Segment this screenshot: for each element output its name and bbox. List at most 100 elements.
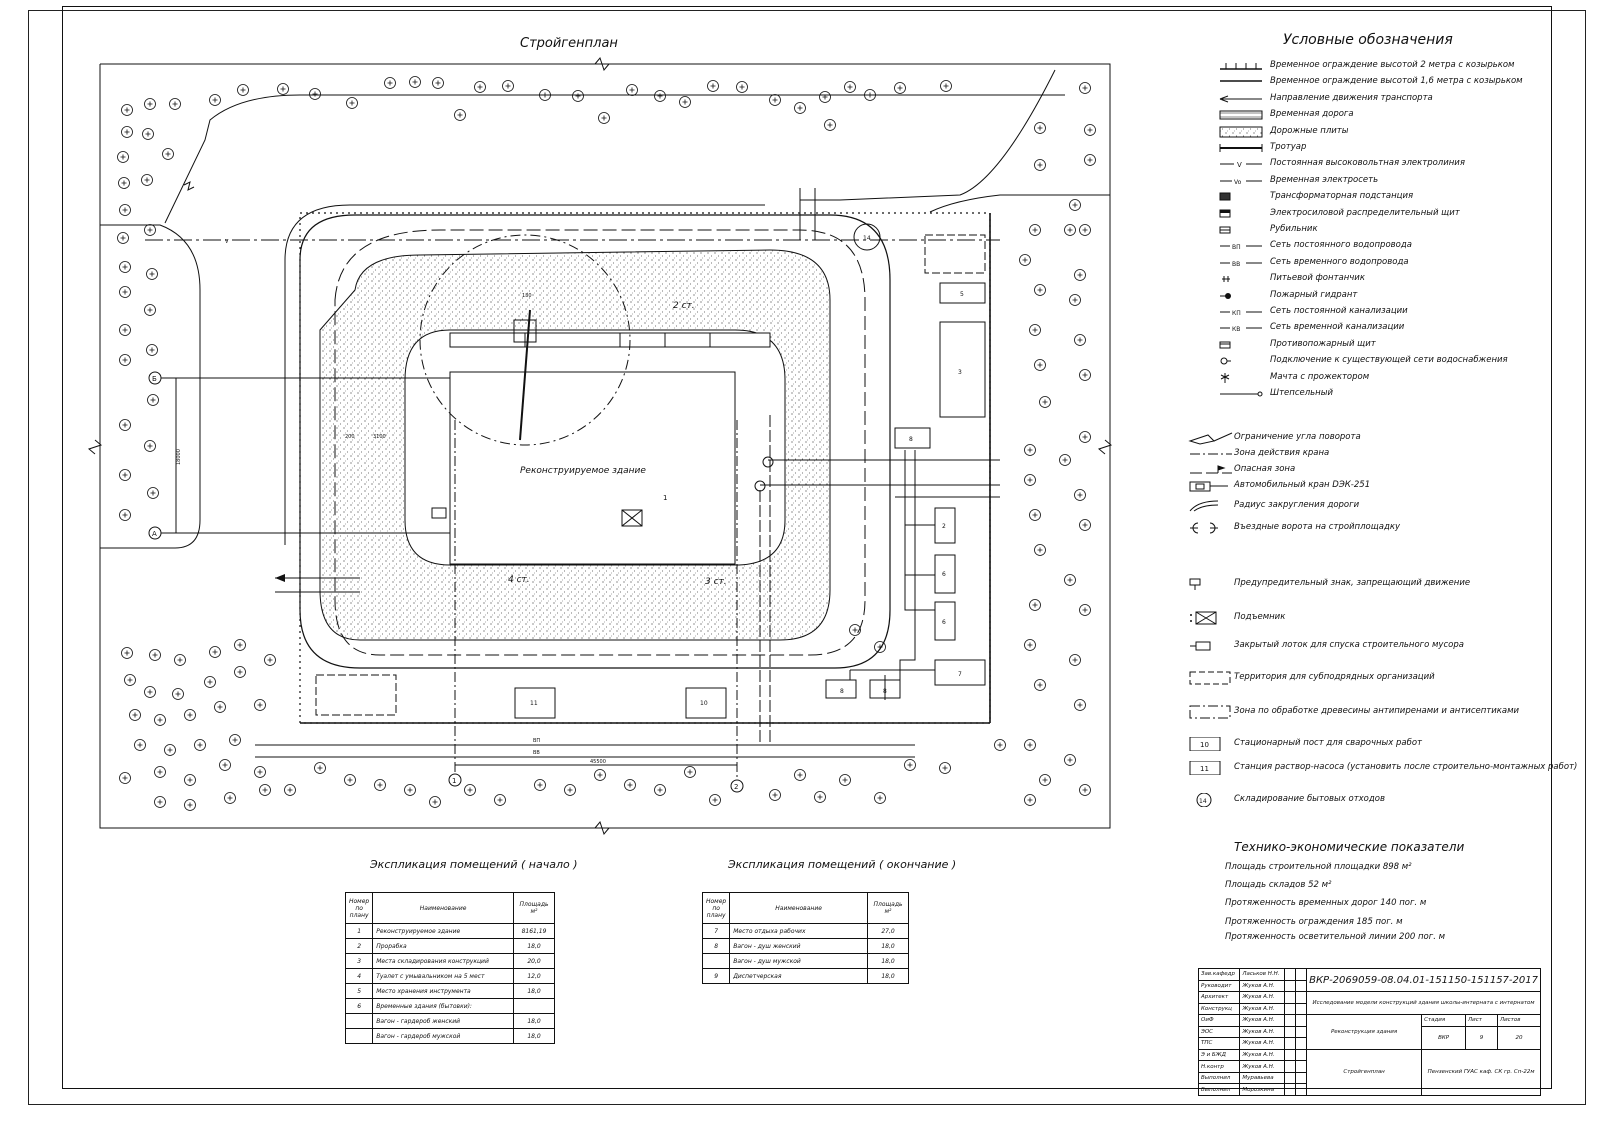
table-row: 6 Временные здания (бытовки): (344, 998, 555, 1014)
legend-row: Противопожарный щит (1218, 337, 1563, 351)
stamp-role: ОиФ (1197, 1014, 1241, 1027)
stamp-sheet-label: Лист (1465, 1014, 1498, 1027)
svg-text:10: 10 (700, 700, 708, 707)
svg-text:14: 14 (1199, 798, 1207, 805)
trees (117, 76, 1096, 811)
svg-text:8: 8 (883, 688, 887, 695)
sewer-perm-icon: КП (1218, 304, 1264, 318)
svg-text:1: 1 (663, 494, 667, 502)
road-radius-icon (1188, 498, 1234, 512)
danger-zone (334, 229, 866, 656)
stamp-sheets-label: Листов (1496, 1014, 1542, 1027)
stamp-person: Жуков А.Н. (1239, 1060, 1286, 1073)
legend-row: Подъемник (1190, 610, 1563, 625)
box-10-icon: 10 (1188, 736, 1234, 752)
road-plates-icon (1218, 124, 1264, 138)
drawing-frame (62, 6, 1552, 1089)
stamp-person: Жуков А.Н. (1239, 979, 1286, 993)
building-label: Реконструируемое здание (520, 466, 646, 476)
sidewalk-icon (1218, 140, 1264, 154)
table-row: Вагон - гардероб мужской 18,0 (344, 1028, 555, 1044)
svg-text:200: 200 (345, 434, 355, 440)
danger-zone-icon (1188, 462, 1234, 476)
drawing-sheet (28, 10, 1586, 1105)
stamp-person: Жуков А.Н. (1239, 1002, 1286, 1016)
svg-text:8: 8 (840, 688, 844, 695)
legend-row: 11 Станция раствор-насоса (установить по… (1189, 760, 1577, 776)
stamp-role: Архитект (1197, 991, 1241, 1004)
legend-row: Подключение к существующей сети водоснаб… (1218, 353, 1563, 367)
legend-row: Радиус закругления дороги (1189, 498, 1563, 512)
stamp-person: Морозкина (1239, 1083, 1286, 1096)
legend-title: Условные обозначения (1283, 32, 1453, 48)
col-name: Наименование (729, 892, 868, 924)
svg-text:11: 11 (1200, 765, 1209, 773)
svg-text:Б: Б (152, 375, 157, 383)
table-row: 2 Прорабка 18,0 (344, 938, 555, 954)
legend-row: Опасная зона (1190, 462, 1563, 476)
svg-text:6: 6 (942, 619, 946, 626)
col-number: Номер по плану (344, 892, 374, 924)
stamp-role: Н.контр (1197, 1060, 1241, 1073)
svg-text:5: 5 (960, 291, 964, 298)
stamp-org: Пензенский ГУАС каф. СК гр. Сп-22м (1421, 1048, 1541, 1097)
svg-text:ВВ: ВВ (1232, 261, 1240, 268)
legend-row: ВП Сеть постоянного водопровода (1218, 238, 1563, 252)
stamp-stage-label: Стадия (1421, 1014, 1467, 1027)
box-11-icon: 11 (1188, 760, 1234, 776)
fountain-icon (1218, 271, 1264, 285)
stamp-object: Реконструкция здания (1306, 1014, 1423, 1050)
stamp-person: Жуков А.Н. (1239, 1037, 1286, 1050)
table-row: 7 Место отдыха рабочих 27,0 (701, 923, 909, 939)
fire-board-icon (1218, 337, 1264, 351)
building-outline (449, 371, 736, 565)
stamp-role: Выполнил (1197, 1083, 1241, 1096)
stamp-code: ВКР-2069059-08.04.01-151150-151157-2017 (1306, 967, 1541, 993)
rotation-limit-icon (1188, 430, 1234, 445)
legend-row: Временная дорога (1218, 107, 1563, 121)
legend-row: V Постоянная высоковольтная электролиния (1218, 156, 1563, 170)
svg-text:V: V (1237, 161, 1242, 169)
stamp-subtitle: Исследование модели конструкций здания ш… (1306, 991, 1541, 1016)
sewer-temp-icon: КВ (1218, 320, 1264, 334)
legend-row: Предупредительный знак, запрещающий движ… (1189, 576, 1563, 590)
stamp-person: Жуков А.Н. (1239, 1025, 1286, 1039)
expl-start-title: Экспликация помещений ( начало ) (370, 858, 578, 871)
svg-text:4 ст.: 4 ст. (508, 575, 530, 585)
legend-row: Территория для субподрядных организаций (1189, 670, 1563, 685)
floodlight-icon (1218, 370, 1264, 384)
legend-row: Vo Временная электросеть (1218, 173, 1563, 187)
stamp-stage: ВКР (1421, 1025, 1467, 1050)
legend-row: Штепсельный (1218, 386, 1563, 400)
crane-zone (419, 234, 631, 446)
warning-sign-icon (1188, 576, 1234, 590)
fence-16m-icon (1218, 74, 1264, 88)
expl-end-title: Экспликация помещений ( окончание ) (728, 858, 957, 871)
water-perm-icon: ВП (1218, 238, 1264, 252)
crane-zone-icon (1188, 446, 1234, 460)
svg-text:130: 130 (522, 293, 532, 299)
svg-text:7: 7 (958, 671, 962, 678)
svg-text:3 ст.: 3 ст. (705, 577, 727, 587)
col-name: Наименование (372, 892, 514, 924)
svg-text:КП: КП (1232, 310, 1241, 317)
svg-text:А: А (152, 530, 157, 538)
table-row: 4 Туалет с умывальником на 5 мест 12,0 (344, 968, 555, 984)
hydrant-icon (1218, 288, 1264, 302)
legend-row: Автомобильный кран DЭК-251 (1189, 478, 1563, 492)
hv-line-icon: V (1218, 156, 1264, 170)
temp-road (299, 214, 891, 669)
svg-text:11: 11 (530, 700, 538, 707)
legend-row: Закрытый лоток для спуска строительного … (1190, 638, 1563, 652)
svg-text:V: V (225, 239, 229, 245)
legend-row: Дорожные плиты (1218, 124, 1563, 138)
legend-row: Тротуар (1218, 140, 1563, 154)
svg-text:3100: 3100 (373, 434, 386, 440)
legend-row: 14 Складирование бытовых отходов (1196, 792, 1563, 808)
temp-power-icon: Vo (1218, 173, 1264, 187)
site-plan-title: Стройгенплан (520, 36, 618, 51)
stamp-role: Э и БЖД (1197, 1048, 1241, 1062)
